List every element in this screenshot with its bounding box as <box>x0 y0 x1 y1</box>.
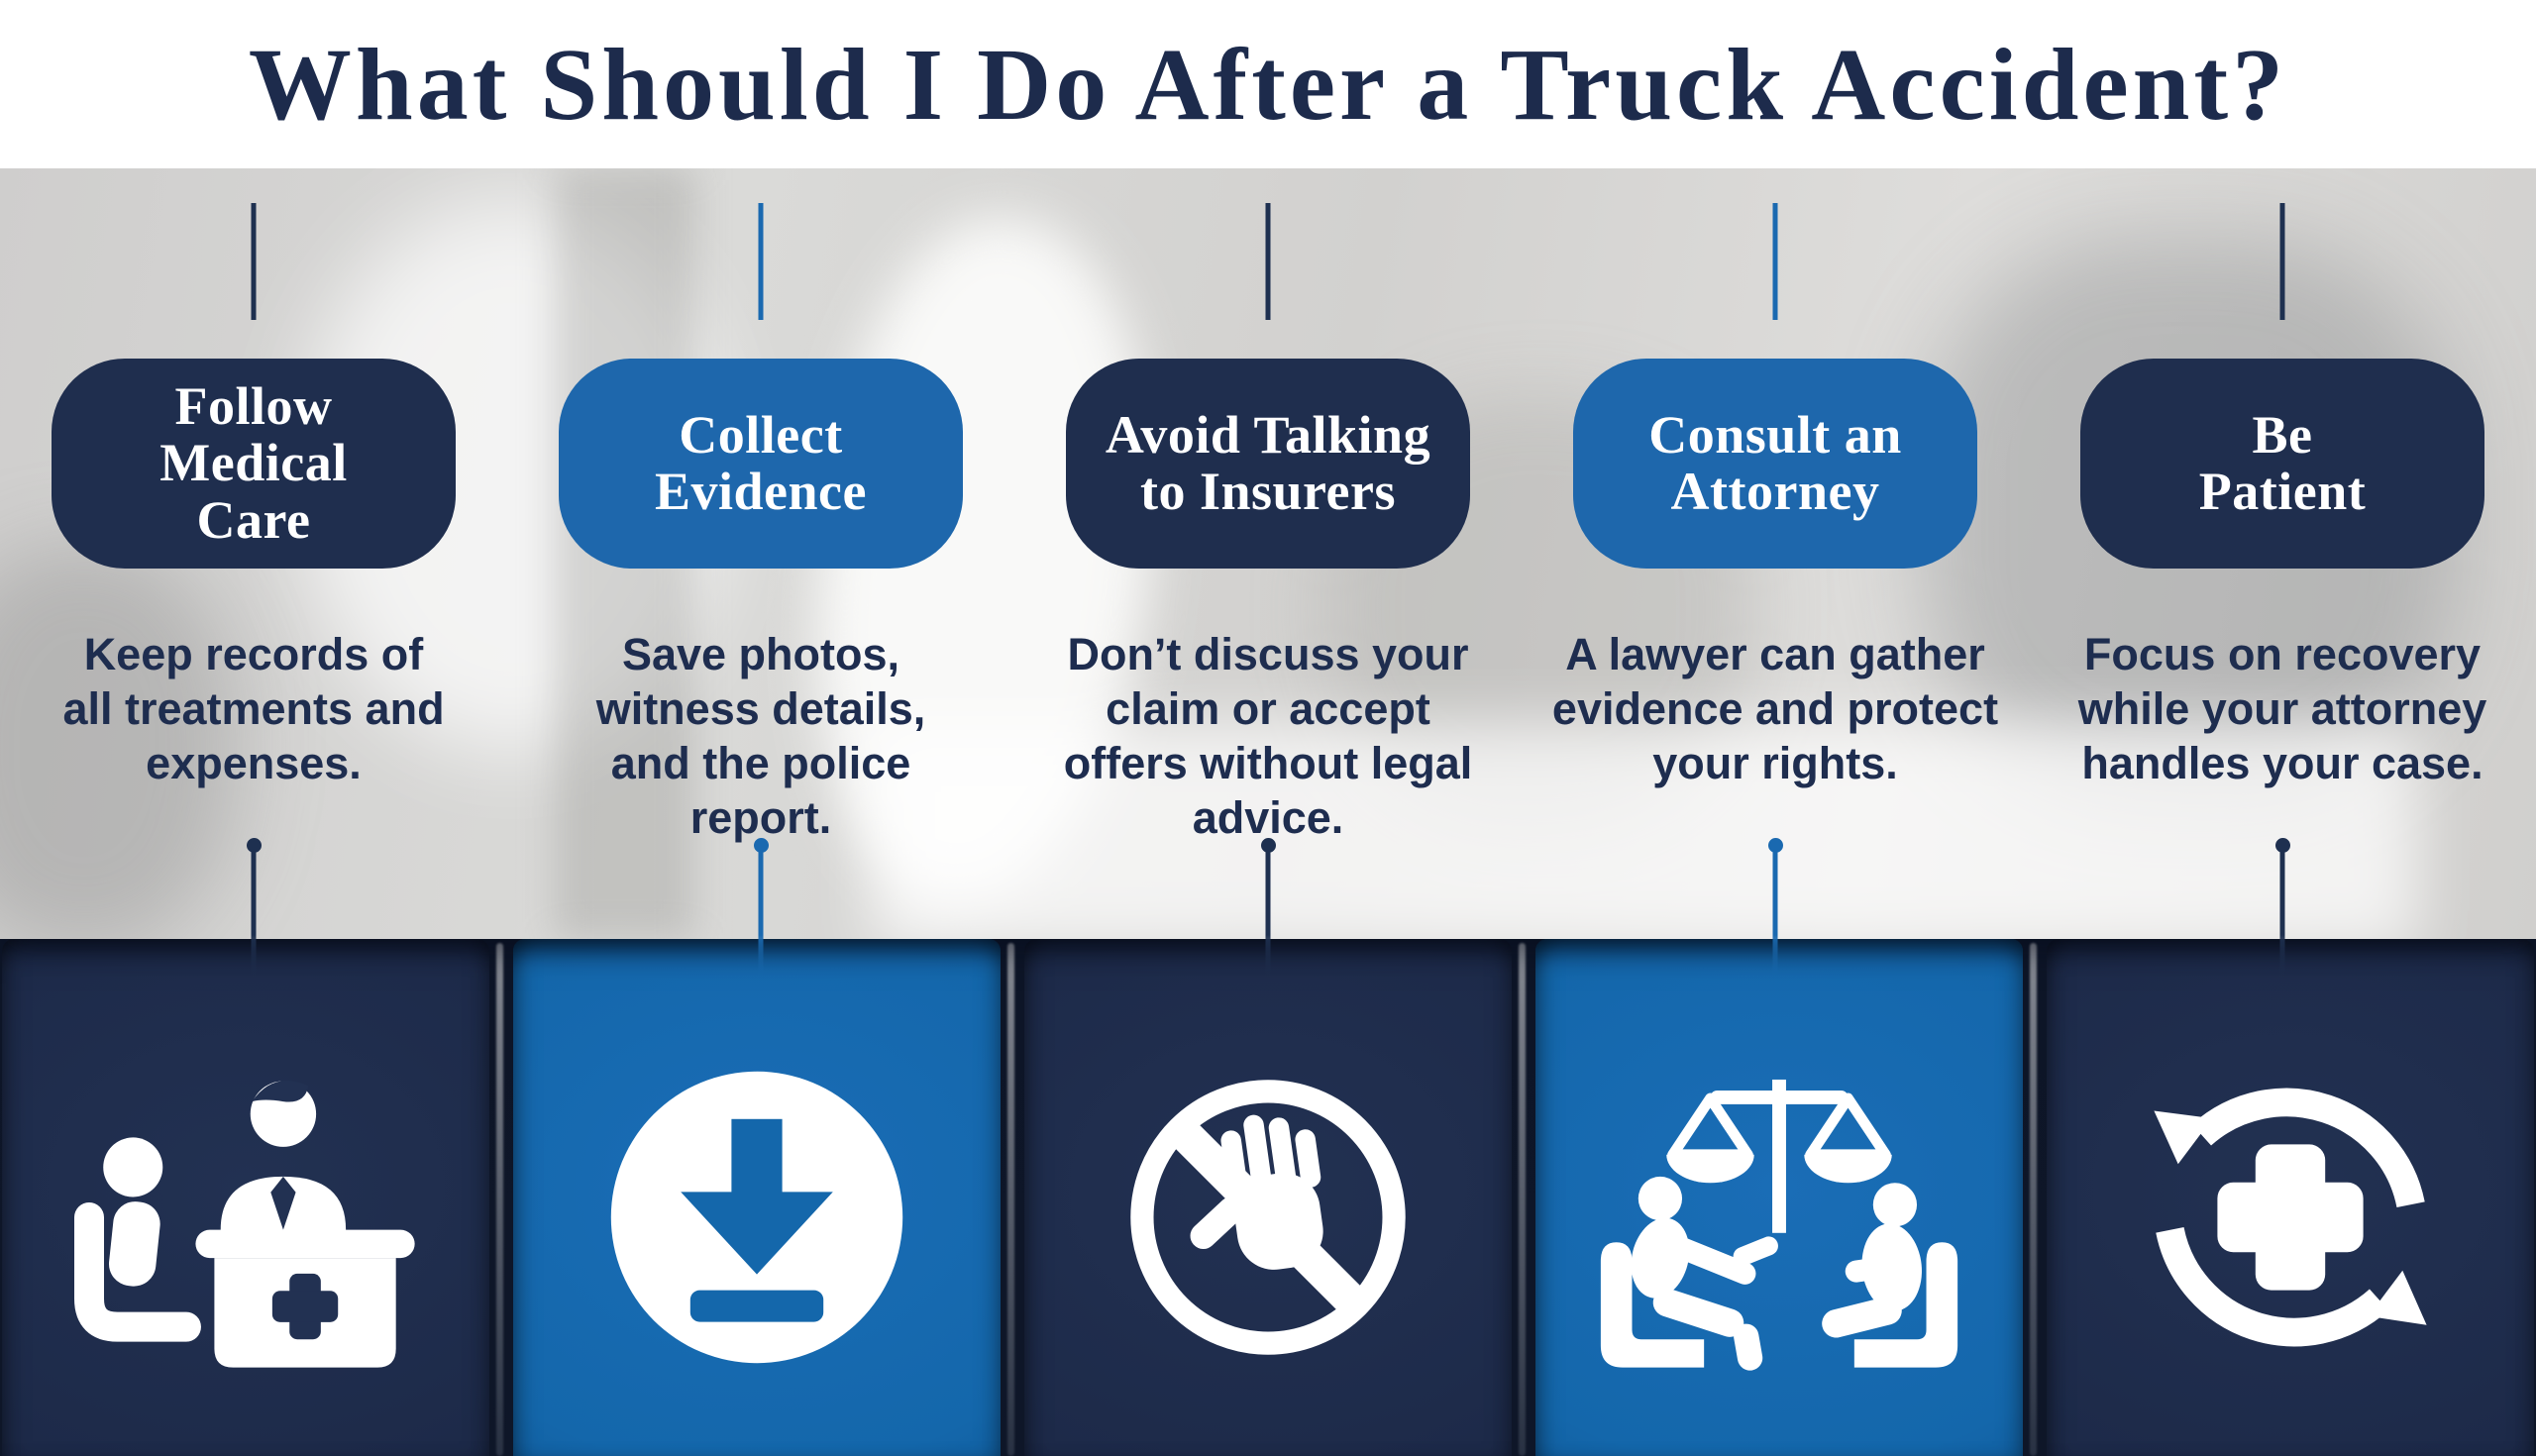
page-title: What Should I Do After a Truck Accident? <box>248 27 2288 142</box>
patient-doctor-desk-icon <box>73 1081 415 1368</box>
title-band: What Should I Do After a Truck Accident? <box>0 0 2536 168</box>
attorney-consult-icon <box>1600 1079 1958 1371</box>
photo-bottom-glow <box>872 723 2417 939</box>
panel-collect-evidence <box>513 939 1001 1456</box>
panel-be-patient <box>2047 939 2534 1456</box>
panel-follow-medical-care <box>2 939 489 1456</box>
icon-panel-row <box>0 939 2536 1456</box>
photo-left-patch <box>0 545 238 939</box>
stop-hand-icon <box>1130 1080 1406 1355</box>
panel-avoid-talking-to-insurers <box>1024 939 1512 1456</box>
download-icon <box>610 1071 903 1364</box>
photo-dark-patch <box>1922 238 2457 792</box>
recovery-cycle-icon <box>2154 1088 2427 1347</box>
panel-consult-an-attorney <box>1535 939 2023 1456</box>
photo-pillar-shape <box>555 168 693 939</box>
truck-photo-background <box>0 168 2536 939</box>
